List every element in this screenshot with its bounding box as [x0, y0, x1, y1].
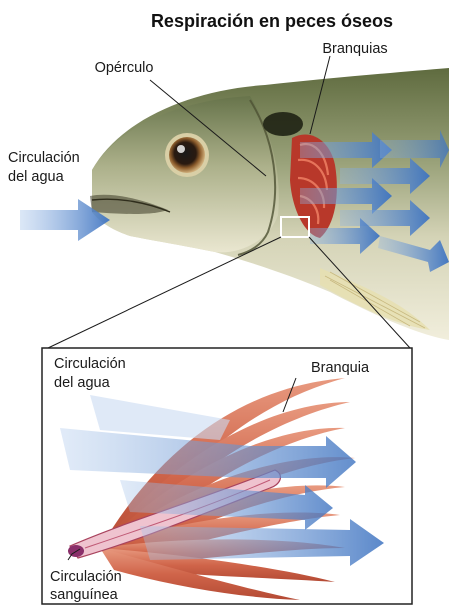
inset-label-circulacion-sanguinea-line1: Circulación	[50, 569, 122, 585]
inset-label-circulacion-agua-line2: del agua	[54, 375, 111, 391]
fish	[90, 68, 449, 340]
label-operculo: Opérculo	[95, 60, 154, 76]
inset-label-circulacion-sanguinea-line2: sanguínea	[50, 587, 119, 603]
label-branquias: Branquias	[322, 41, 387, 57]
gill-detail-inset: Circulación del agua Branquia Circulació…	[42, 348, 412, 604]
inset-label-circulacion-agua-line1: Circulación	[54, 356, 126, 372]
inset-label-branquia: Branquia	[311, 360, 370, 376]
diagram-title: Respiración en peces óseos	[151, 11, 393, 31]
dark-spot	[263, 112, 303, 136]
label-circulacion-agua-line2: del agua	[8, 169, 65, 185]
label-circulacion-agua-line1: Circulación	[8, 150, 80, 166]
